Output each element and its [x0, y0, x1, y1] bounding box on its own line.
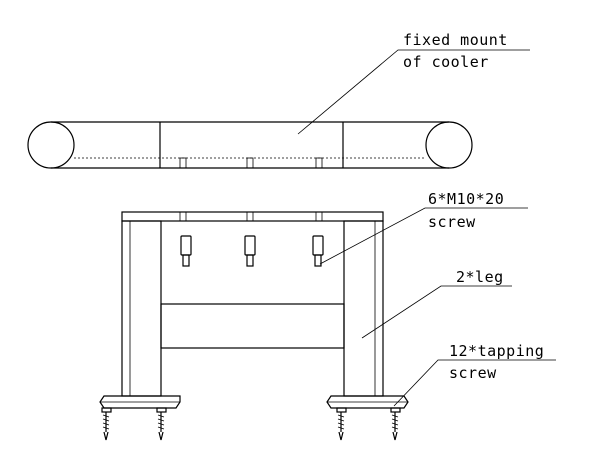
bolt-1 [180, 235, 192, 267]
leg-right [343, 220, 384, 397]
leader-fixed-mount [297, 49, 530, 135]
mount-end-left-circle [27, 121, 75, 169]
leader-lines [297, 49, 556, 407]
label-bolt-spec: 6*M10*20 [428, 190, 504, 208]
bolt-3 [312, 235, 324, 267]
label-tapping-screw: screw [449, 364, 497, 382]
top-plate [121, 211, 384, 222]
callout-labels: fixed mount of cooler 6*M10*20 screw 2*l… [403, 31, 544, 382]
leader-tapping-screw [393, 359, 556, 407]
label-bolt-screw: screw [428, 213, 476, 231]
label-fixed-mount: fixed mount [403, 31, 508, 49]
label-of-cooler: of cooler [403, 53, 489, 71]
mount-end-right-circle [425, 121, 473, 169]
bolt-2 [244, 235, 256, 267]
foot-left [99, 395, 181, 441]
stand-front-view [99, 211, 409, 441]
leader-leg [361, 285, 512, 339]
label-leg: 2*leg [456, 268, 504, 286]
leader-bolt-screw [319, 207, 528, 265]
leg-left [121, 220, 162, 397]
label-tapping: 12*tapping [449, 342, 544, 360]
crossbar [160, 303, 345, 349]
foot-right [326, 395, 409, 441]
cooler-mount-top-view [27, 121, 473, 169]
